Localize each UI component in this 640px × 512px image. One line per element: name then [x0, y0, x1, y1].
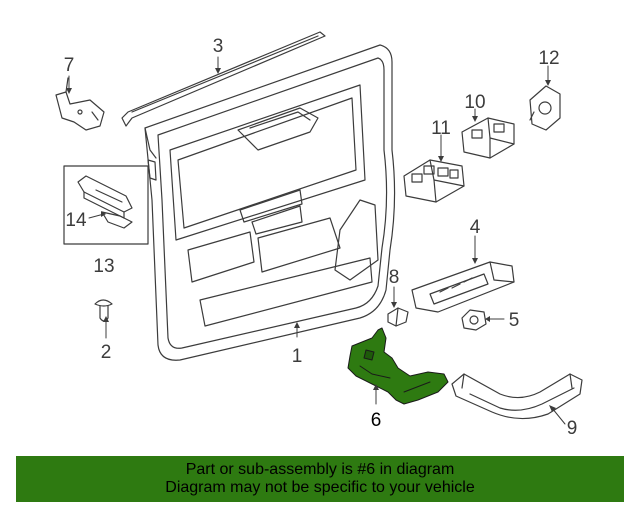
callout-6: 6 [371, 410, 382, 431]
callout-12: 12 [538, 48, 559, 69]
part-5-small-switch [461, 309, 487, 331]
notice-banner: Part or sub-assembly is #6 in diagram Di… [16, 456, 624, 502]
callout-8: 8 [389, 267, 400, 288]
banner-line-part: Part or sub-assembly is #6 in diagram [185, 461, 455, 478]
callout-2: 2 [101, 342, 112, 363]
part-1-door-trim-panel [144, 44, 396, 361]
part-2-clip [94, 299, 113, 322]
parts-diagram: 1 2 3 4 5 6 7 8 9 10 11 12 13 14 [55, 31, 583, 439]
leader-arrowheads [66, 68, 556, 412]
part-3-weatherstrip [121, 31, 326, 127]
part-12-switch-knob [529, 85, 561, 131]
banner-line-disclaimer: Diagram may not be specific to your vehi… [165, 479, 475, 496]
callout-3: 3 [213, 36, 224, 57]
leader-lines [68, 56, 566, 425]
callout-5: 5 [509, 310, 520, 331]
callout-7: 7 [64, 55, 75, 76]
callout-1: 1 [292, 346, 303, 367]
part-8-clip [387, 307, 409, 327]
part-10-switch [461, 117, 515, 159]
part-13-group-box [63, 165, 149, 245]
part-6-armrest-bracket [347, 327, 449, 405]
callout-10: 10 [464, 92, 485, 113]
part-9-cover-trim [451, 373, 583, 420]
part-11-window-switch [403, 159, 465, 203]
callout-11: 11 [431, 118, 451, 139]
callout-9: 9 [567, 418, 578, 439]
callout-14: 14 [65, 210, 87, 231]
part-7-bracket [55, 77, 105, 131]
callout-4: 4 [470, 217, 481, 238]
part-4-switch-bezel [411, 261, 515, 313]
callout-13: 13 [93, 256, 114, 277]
